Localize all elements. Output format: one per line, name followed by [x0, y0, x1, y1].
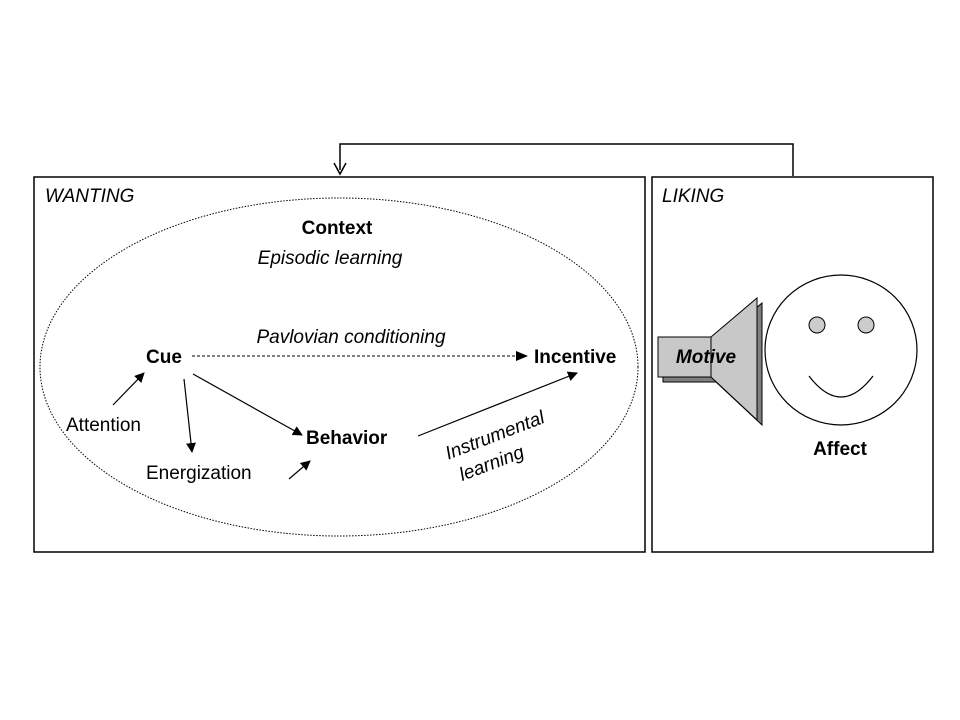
incentive-node: Incentive: [534, 347, 616, 368]
feedback-connector: [339, 143, 794, 176]
energization-arrow: [288, 460, 311, 480]
motive-label: Motive: [676, 347, 737, 368]
instrumental-arrow: [417, 371, 578, 437]
pavlovian-conditioning-label: Pavlovian conditioning: [256, 327, 446, 348]
motive-speaker: [657, 296, 763, 427]
behavior-node: Behavior: [306, 428, 388, 449]
feedback-arrowhead: [333, 162, 347, 176]
wanting-panel: [33, 176, 646, 553]
smiley-right-eye: [857, 316, 875, 334]
energization-label: Energization: [146, 463, 252, 484]
attention-label: Attention: [66, 415, 141, 436]
affect-label: Affect: [813, 439, 868, 460]
smiley-face: [764, 274, 918, 426]
pavlovian-arrowhead: [516, 351, 528, 361]
cue-node: Cue: [146, 347, 182, 368]
smiley-mouth: [808, 375, 874, 398]
attention-arrow: [112, 372, 145, 406]
liking-label: LIKING: [662, 186, 724, 207]
cue-behavior-arrow: [192, 373, 303, 436]
liking-panel: [651, 176, 934, 553]
cue-energization-arrow: [183, 378, 196, 453]
context-ellipse: [39, 197, 639, 537]
smiley-left-eye: [808, 316, 826, 334]
episodic-learning-label: Episodic learning: [258, 248, 403, 269]
wanting-label: WANTING: [45, 186, 134, 207]
context-label: Context: [302, 218, 373, 239]
